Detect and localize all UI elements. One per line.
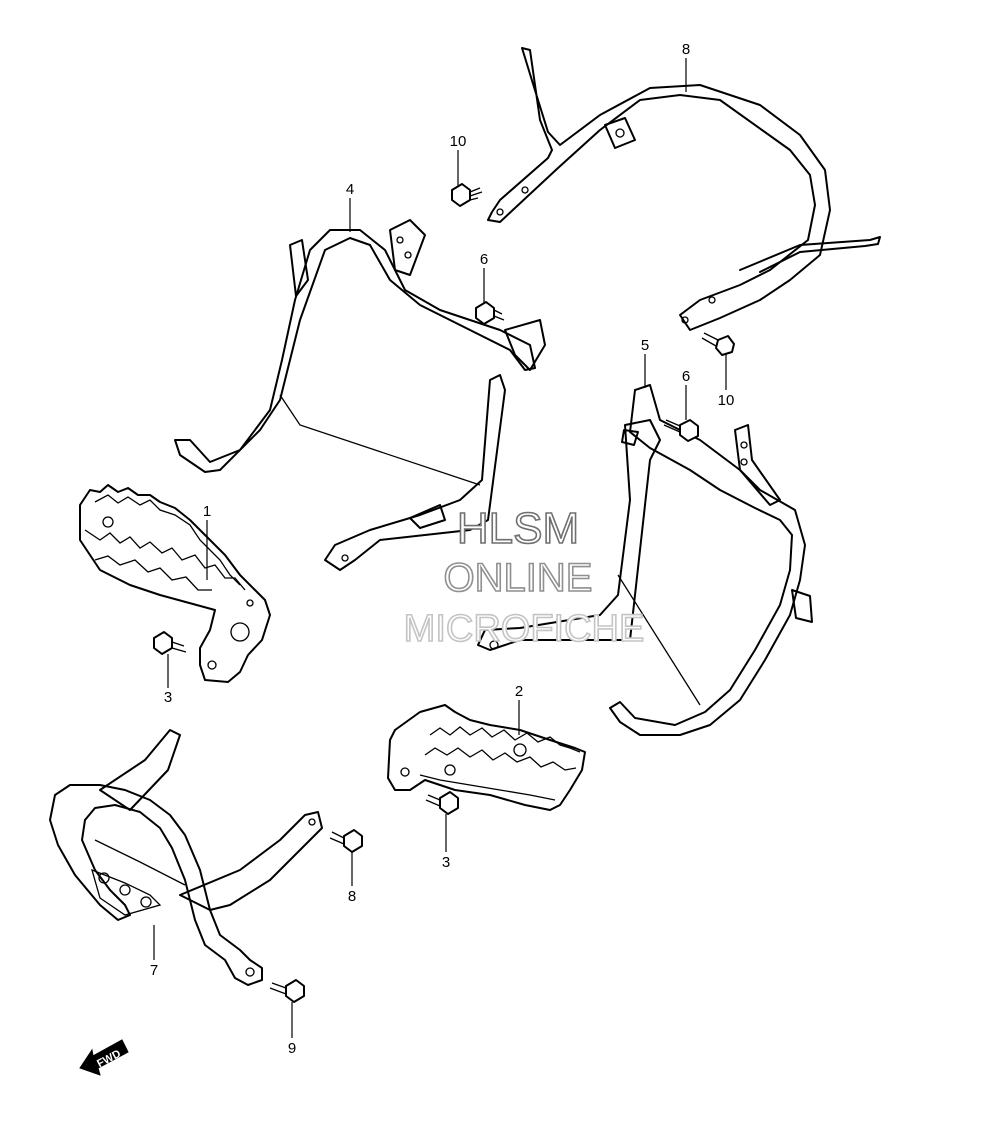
callout-6-right: 6	[682, 368, 690, 385]
callout-6-left: 6	[480, 251, 488, 268]
front-guard-part-7[interactable]	[49, 729, 323, 986]
watermark: HLSM ONLINE MICROFICHE	[403, 503, 645, 651]
right-guard-frame-part-5[interactable]	[477, 384, 813, 736]
bolt-part-3-left[interactable]	[153, 631, 187, 655]
callout-4: 4	[346, 181, 354, 198]
callout-5: 5	[641, 337, 649, 354]
bolt-part-10-right[interactable]	[701, 332, 735, 356]
leader-lines	[153, 58, 727, 1038]
bolt-part-8-lower[interactable]	[269, 979, 305, 1003]
fwd-label: FWD	[95, 1048, 123, 1070]
callout-9: 8	[682, 41, 690, 58]
callout-3-left: 3	[164, 689, 172, 706]
callout-8-lower: 9	[288, 1040, 296, 1057]
rear-guard-frame-part-9[interactable]	[487, 47, 881, 331]
watermark-line-2: ONLINE	[444, 556, 593, 600]
bolt-part-10-top[interactable]	[451, 183, 483, 207]
bolt-part-6-right[interactable]	[663, 419, 699, 442]
callout-7: 7	[150, 962, 158, 979]
watermark-line-3: MICROFICHE	[404, 608, 645, 650]
callout-10-right: 10	[718, 392, 735, 409]
bolt-part-8-upper[interactable]	[329, 829, 363, 853]
left-guard-frame-part-4[interactable]	[174, 219, 546, 571]
left-footpeg-part-1[interactable]	[79, 484, 271, 683]
forward-arrow-icon: FWD	[79, 1039, 129, 1076]
bolt-part-6-left[interactable]	[475, 301, 505, 325]
right-footpeg-part-2[interactable]	[387, 704, 586, 811]
callout-8-upper: 8	[348, 888, 356, 905]
callout-1: 1	[203, 503, 211, 520]
bolt-part-3-right[interactable]	[425, 791, 459, 815]
callout-2: 2	[515, 683, 523, 700]
callout-10-top: 10	[450, 133, 467, 150]
watermark-line-1: HLSM	[457, 504, 579, 553]
callout-3-right: 3	[442, 854, 450, 871]
